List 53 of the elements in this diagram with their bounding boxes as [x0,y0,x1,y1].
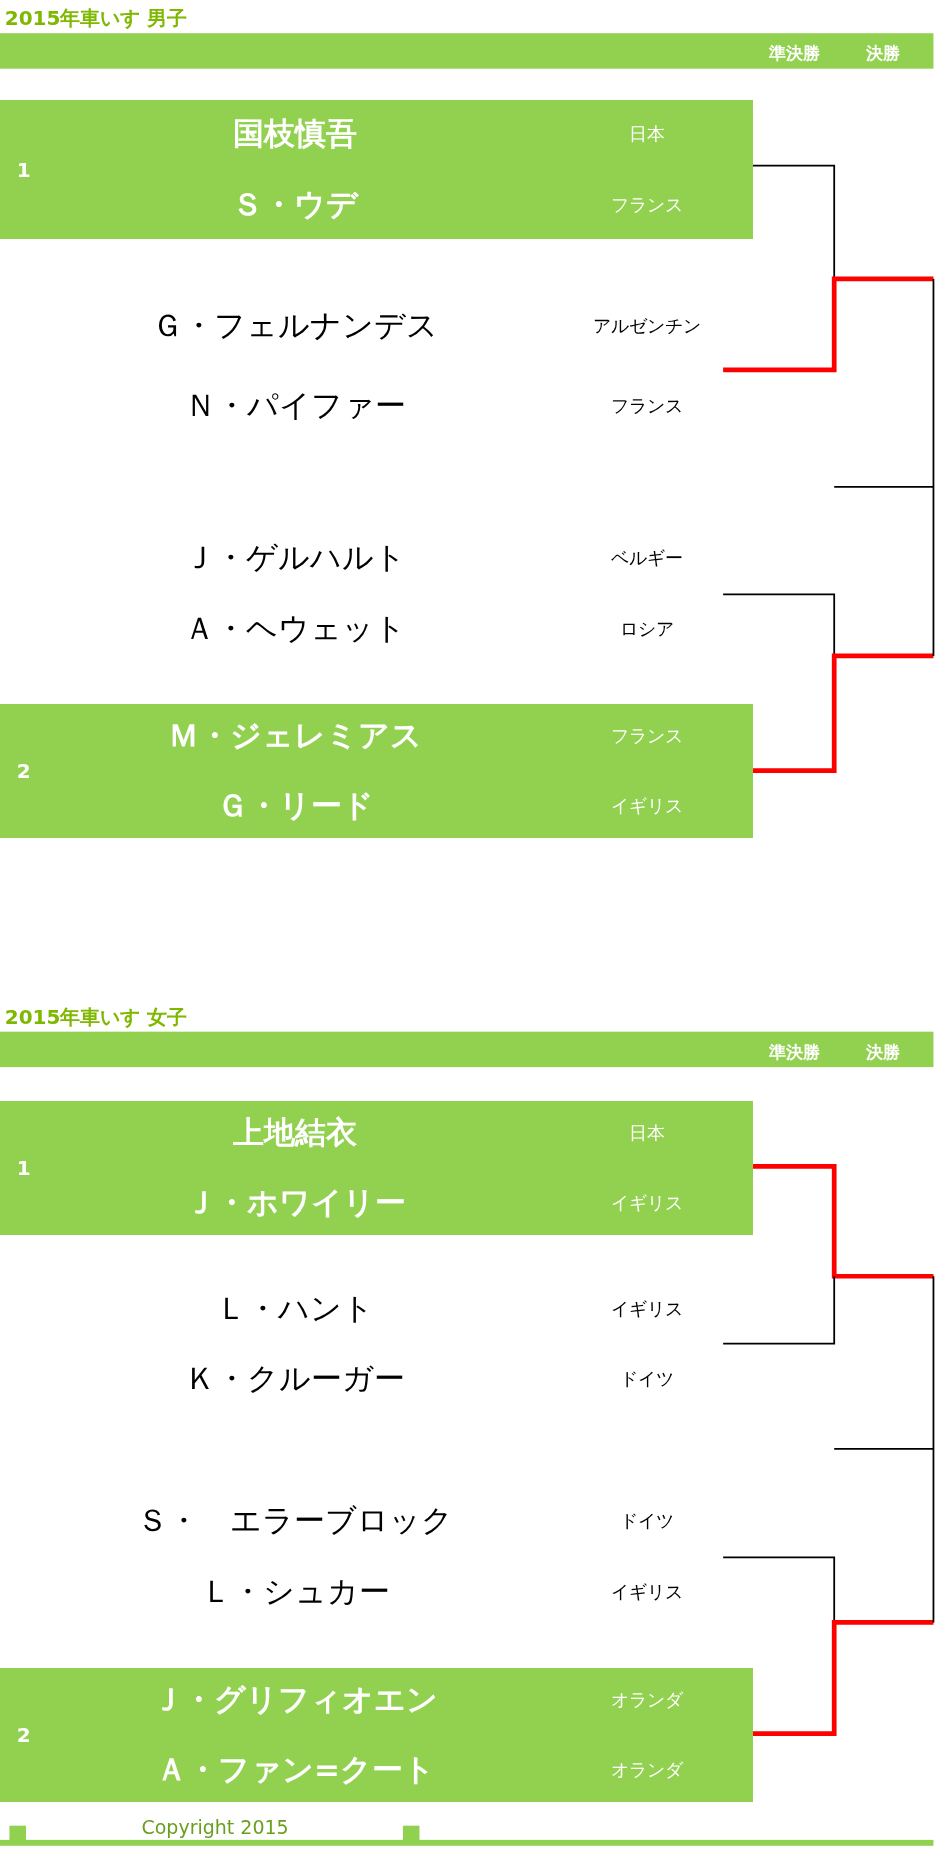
seeded-pair-box [0,1101,753,1235]
column-header: 準決勝 [768,1040,820,1064]
seeded-pair-box [0,1668,753,1802]
country-name: ロシア [619,617,676,642]
country-name: アルゼンチン [592,314,703,339]
seeded-pair-box [0,704,753,838]
player-name: Ｎ・パイファー [184,386,406,426]
player-name: Ｊ・ゲルハルト [184,538,407,578]
country-name: イギリス [610,1580,685,1605]
column-header: 決勝 [865,41,900,65]
player-name: Ｓ・ウデ [232,185,359,225]
player-name: Ｌ・ハント [216,1288,375,1328]
seed-number: 2 [16,758,31,783]
player-name: Ｊ・ホワイリー [184,1182,406,1222]
country-name: イギリス [610,1296,685,1321]
seed-number: 2 [16,1723,31,1748]
seeded-pair-box [0,100,753,239]
country-name: ドイツ [619,1367,676,1392]
country-name: 日本 [628,121,667,146]
country-name: イギリス [610,1190,685,1215]
player-name: 国枝慎吾 [233,113,358,153]
player-name: Ｇ・フェルナンデス [152,306,439,346]
country-name: 日本 [628,1121,667,1146]
player-name: 上地結衣 [233,1113,358,1153]
column-header: 決勝 [865,1040,900,1064]
player-name: Ｌ・シュカー [200,1572,390,1612]
column-header: 準決勝 [768,41,820,65]
country-name: オランダ [610,1688,685,1713]
country-name: ドイツ [619,1509,676,1534]
section-title: 2015年車いす 男子 [4,4,188,32]
country-name: ベルギー [610,546,685,571]
player-name: Ｊ・グリフィオエン [152,1680,439,1720]
country-name: フランス [610,724,685,749]
bracket-line [751,653,934,773]
bracket-line [723,276,934,373]
player-name: Ａ・ファン=クート [155,1749,435,1789]
bracket-line [751,1164,934,1279]
player-name: Ａ・ヘウェット [184,609,407,649]
country-name: フランス [610,193,685,218]
player-name: Ｓ・ エラーブロック [137,1501,454,1541]
country-name: イギリス [610,793,685,818]
bracket-line [722,593,836,657]
player-name: Ｋ・クルーガー [185,1359,406,1399]
country-name: フランス [610,394,685,419]
player-name: Ｍ・ジェレミアス [168,716,423,756]
country-name: オランダ [610,1757,685,1782]
bracket-line [722,1275,836,1345]
bracket-line [751,1620,934,1736]
seed-number: 1 [16,157,31,182]
copyright-text: Copyright 2015 [141,1815,289,1838]
seed-number: 1 [16,1156,31,1180]
section-title: 2015年車いす 女子 [4,1003,188,1031]
player-name: Ｇ・リード [216,785,374,825]
